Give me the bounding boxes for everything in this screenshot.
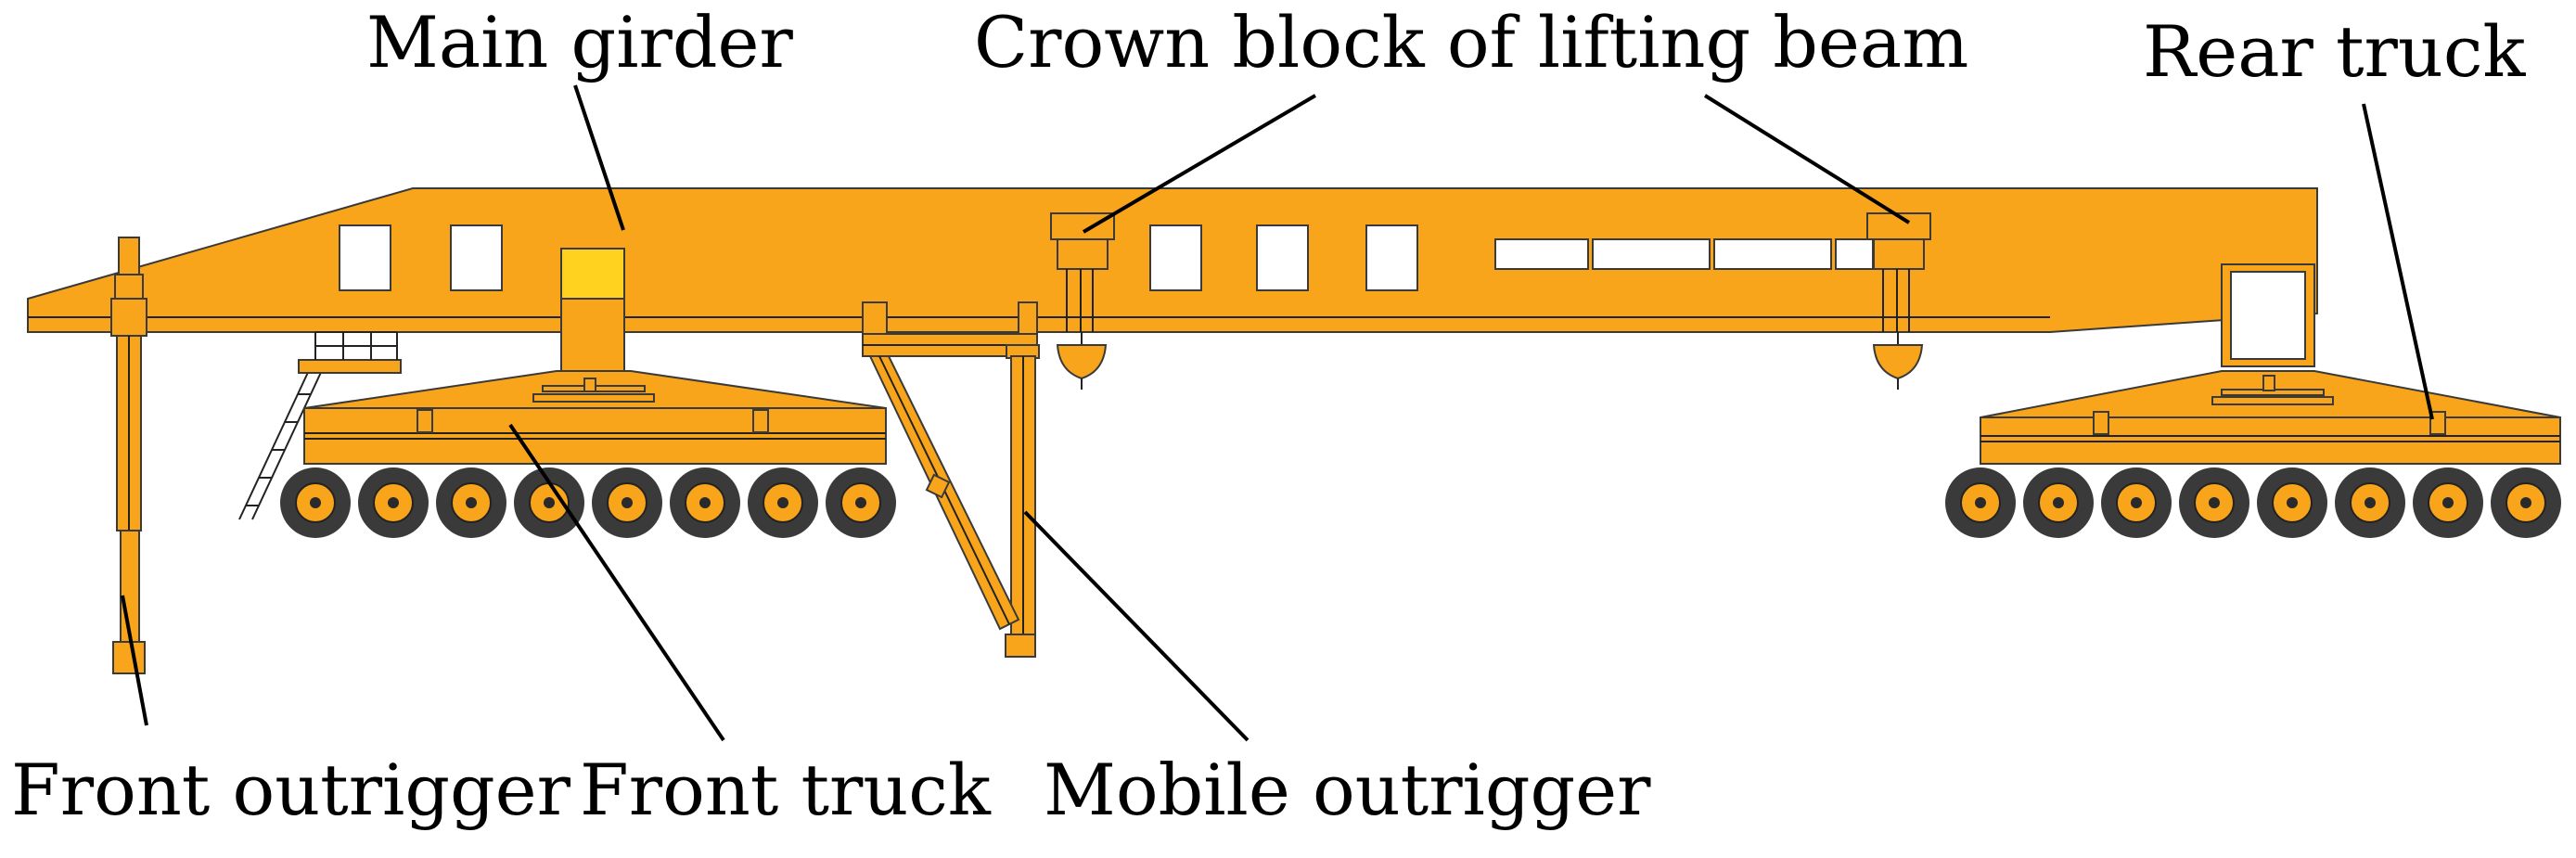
wheel-icon: [514, 467, 584, 538]
wheel-icon: [2335, 467, 2405, 538]
label-front-outrigger: Front outrigger: [11, 749, 571, 831]
wheel-icon: [2023, 467, 2094, 538]
girder-window-strip: [1494, 238, 1589, 270]
crown-block-front: [1050, 212, 1115, 390]
leader-crown-block-rear: [1703, 94, 1911, 224]
leader-front-truck: [508, 423, 725, 742]
crown-block-rear: [1866, 212, 1931, 390]
wheel-icon: [280, 467, 351, 538]
wheel-icon: [670, 467, 740, 538]
girder-window: [450, 224, 503, 291]
wheel-icon: [1945, 467, 2016, 538]
girder-window-strip: [1713, 238, 1832, 270]
wheel-icon: [436, 467, 506, 538]
wheel-icon: [358, 467, 429, 538]
wheel-icon: [826, 467, 896, 538]
girder-window: [1256, 224, 1309, 291]
wheel-icon: [2491, 467, 2561, 538]
leader-lines: [121, 84, 2434, 742]
cab-window: [560, 248, 625, 300]
label-crown-block: Crown block of lifting beam: [974, 1, 1968, 83]
rear-wheel-group: [1945, 467, 2561, 538]
wheel-icon: [592, 467, 662, 538]
hook-icon: [1872, 344, 1924, 380]
girder-window: [339, 224, 391, 291]
leader-rear-truck: [2362, 103, 2434, 420]
front-truck: [238, 248, 896, 538]
label-mobile-outrigger: Mobile outrigger: [1044, 749, 1651, 831]
girder-window: [1365, 224, 1418, 291]
mobile-outrigger: [862, 301, 1040, 658]
girder-window-strip: [1835, 238, 1874, 270]
leader-main-girder: [573, 84, 625, 231]
front-outrigger: [110, 237, 147, 674]
rear-truck: [1945, 263, 2561, 538]
leader-front-outrigger: [121, 595, 148, 726]
label-main-girder: Main girder: [366, 1, 793, 83]
wheel-icon: [2179, 467, 2249, 538]
hook-icon: [1056, 344, 1108, 380]
wheel-icon: [2413, 467, 2483, 538]
girder-window-strip: [1592, 238, 1711, 270]
leader-crown-block-front: [1082, 94, 1317, 234]
ladder: [238, 331, 402, 520]
main-girder: [27, 187, 2318, 333]
cab-window: [2230, 271, 2306, 360]
wheel-icon: [748, 467, 818, 538]
wheel-icon: [2101, 467, 2172, 538]
label-front-truck: Front truck: [580, 749, 992, 831]
leader-mobile-outrigger: [1023, 510, 1250, 742]
label-rear-truck: Rear truck: [2143, 10, 2526, 93]
wheel-icon: [2257, 467, 2327, 538]
girder-window: [1149, 224, 1202, 291]
front-wheel-group: [280, 467, 896, 538]
